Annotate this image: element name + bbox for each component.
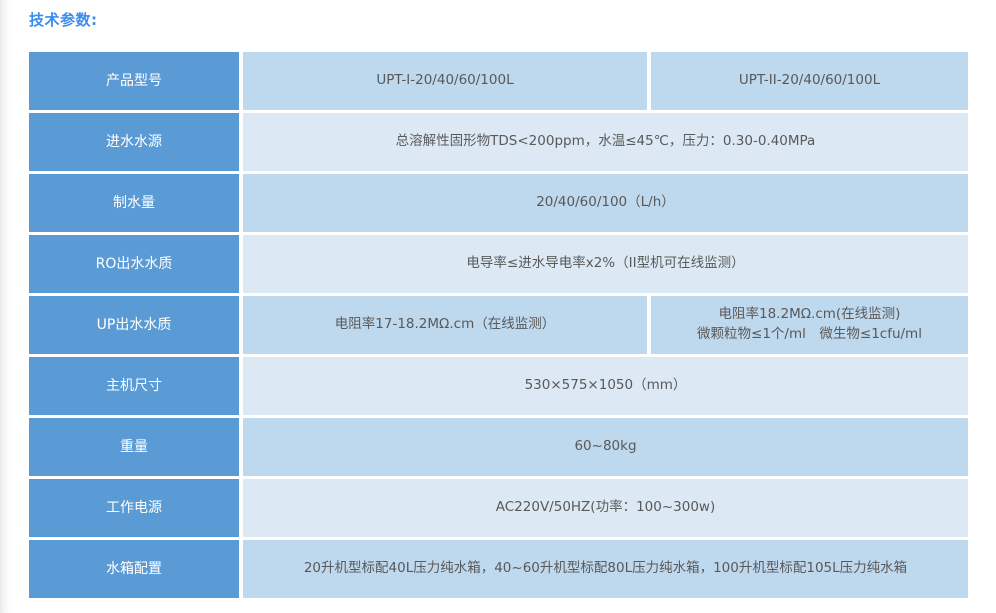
page-title: 技术参数:	[29, 11, 98, 29]
row-value-product-model-type-1: UPT-I-20/40/60/100L	[243, 52, 647, 110]
table-row: 重量 60~80kg	[29, 418, 968, 476]
row-value-ro-water-quality: 电导率≤进水导电率x2%（II型机可在线监测）	[243, 235, 968, 293]
table-row: 水箱配置 20升机型标配40L压力纯水箱，40~60升机型标配80L压力纯水箱，…	[29, 540, 968, 598]
row-value-power-supply: AC220V/50HZ(功率：100~300w)	[243, 479, 968, 537]
table-row: 主机尺寸 530×575×1050（mm）	[29, 357, 968, 415]
row-label-product-model: 产品型号	[29, 52, 239, 110]
row-value-water-production: 20/40/60/100（L/h）	[243, 174, 968, 232]
row-label-power-supply: 工作电源	[29, 479, 239, 537]
row-value-weight: 60~80kg	[243, 418, 968, 476]
row-value-up-water-quality-type-2: 电阻率18.2MΩ.cm(在线监测) 微颗粒物≤1个/ml 微生物≤1cfu/m…	[651, 296, 968, 354]
row-value-feed-water-source: 总溶解性固形物TDS<200ppm，水温≤45℃，压力：0.30-0.40MPa	[243, 113, 968, 171]
technical-specifications-table: 产品型号 UPT-I-20/40/60/100L UPT-II-20/40/60…	[29, 52, 968, 598]
row-label-machine-dimensions: 主机尺寸	[29, 357, 239, 415]
row-label-feed-water-source: 进水水源	[29, 113, 239, 171]
row-value-tank-configuration: 20升机型标配40L压力纯水箱，40~60升机型标配80L压力纯水箱，100升机…	[243, 540, 968, 598]
row-value-up-water-quality-type-1: 电阻率17-18.2MΩ.cm（在线监测）	[243, 296, 647, 354]
table-row: UP出水水质 电阻率17-18.2MΩ.cm（在线监测） 电阻率18.2MΩ.c…	[29, 296, 968, 354]
row-label-water-production: 制水量	[29, 174, 239, 232]
table-row: 进水水源 总溶解性固形物TDS<200ppm，水温≤45℃，压力：0.30-0.…	[29, 113, 968, 171]
up-water-quality-particles-line: 微颗粒物≤1个/ml 微生物≤1cfu/ml	[697, 326, 922, 342]
row-label-up-water-quality: UP出水水质	[29, 296, 239, 354]
row-label-weight: 重量	[29, 418, 239, 476]
row-label-ro-water-quality: RO出水水质	[29, 235, 239, 293]
row-value-machine-dimensions: 530×575×1050（mm）	[243, 357, 968, 415]
table-row: 工作电源 AC220V/50HZ(功率：100~300w)	[29, 479, 968, 537]
table-row: 制水量 20/40/60/100（L/h）	[29, 174, 968, 232]
row-value-product-model-type-2: UPT-II-20/40/60/100L	[651, 52, 968, 110]
up-water-quality-resistivity-line: 电阻率18.2MΩ.cm(在线监测)	[718, 306, 901, 323]
table-row: RO出水水质 电导率≤进水导电率x2%（II型机可在线监测）	[29, 235, 968, 293]
table-row: 产品型号 UPT-I-20/40/60/100L UPT-II-20/40/60…	[29, 52, 968, 110]
row-label-tank-configuration: 水箱配置	[29, 540, 239, 598]
